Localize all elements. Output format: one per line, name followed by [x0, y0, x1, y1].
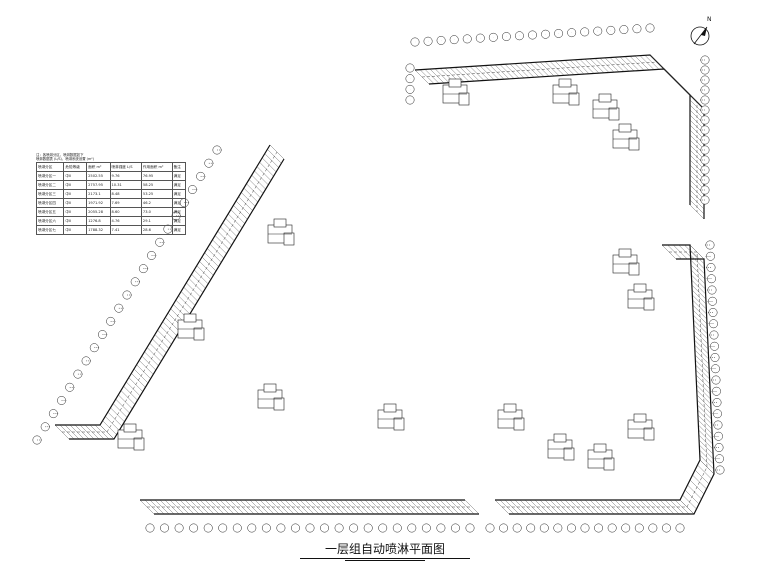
table-cell: 满足	[171, 171, 187, 181]
table-cell: 中Ⅱ	[63, 180, 88, 190]
table-cell: 满足	[171, 225, 187, 235]
table-cell: 53.25	[140, 189, 173, 199]
table-cell: 中Ⅱ	[63, 171, 88, 181]
table-cell: 喷淋分区二	[35, 180, 65, 190]
table-cell: 2502.55	[86, 171, 111, 181]
table-cell: 危险等级	[63, 162, 88, 172]
table-cell: 满足	[171, 198, 187, 208]
table-cell: 58.25	[140, 180, 173, 190]
north-arrow-icon	[690, 26, 710, 46]
north-label: N	[707, 16, 712, 23]
table-cell: 中Ⅱ	[63, 189, 88, 199]
table-cell: 喷淋强度 L/S	[109, 162, 142, 172]
table-cell: 作用面积 m²	[140, 162, 173, 172]
legend-caption-line1: 注：各喷淋分区，喷淋数据如下	[36, 153, 84, 157]
table-cell: 9.76	[109, 171, 142, 181]
table-cell: 8.60	[109, 207, 142, 217]
table-cell: 喷淋分区四	[35, 198, 65, 208]
table-cell: 46.2	[140, 198, 173, 208]
drawing-title: 一层组自动喷淋平面图	[300, 540, 470, 559]
table-cell: 2173.1	[86, 189, 111, 199]
table-cell: 28.6	[140, 225, 173, 235]
table-cell: 8.48	[109, 189, 142, 199]
table-cell: 2055.28	[86, 207, 111, 217]
table-cell: 7.41	[109, 225, 142, 235]
table-cell: 满足	[171, 180, 187, 190]
table-cell: 73.0	[140, 207, 173, 217]
legend-caption: 注：各喷淋分区，喷淋数据如下 喷淋数据表 (L/S)，喷淋系统设置 (m²)	[36, 153, 186, 161]
building-footprints	[117, 78, 655, 471]
table-cell: 面积 m²	[86, 162, 111, 172]
table-cell: 中Ⅱ	[63, 225, 88, 235]
table-cell: 4.76	[109, 216, 142, 226]
table-cell: 满足	[171, 189, 187, 199]
table-cell: 中Ⅱ	[63, 216, 88, 226]
table-cell: 喷淋分区七	[35, 225, 65, 235]
table-cell: 满足	[171, 216, 187, 226]
table-cell: 喷淋分区五	[35, 207, 65, 217]
axis-bubbles	[32, 23, 725, 533]
table-cell: 1788.32	[86, 225, 111, 235]
table-cell: 76.95	[140, 171, 173, 181]
table-cell: 中Ⅱ	[63, 198, 88, 208]
table-cell: 喷淋分区三	[35, 189, 65, 199]
table-cell: 7.69	[109, 198, 142, 208]
title-underline	[345, 560, 425, 561]
table-cell: 喷淋分区六	[35, 216, 65, 226]
table-cell: 喷淋分区	[35, 162, 65, 172]
parking-bay-grid	[54, 54, 715, 515]
table-cell: 1971.92	[86, 198, 111, 208]
table-cell: 2757.95	[86, 180, 111, 190]
legend-caption-line2: 喷淋数据表 (L/S)，喷淋系统设置 (m²)	[36, 157, 94, 161]
table-cell: 备注	[171, 162, 187, 172]
table-cell: 29.1	[140, 216, 173, 226]
table-cell: 喷淋分区一	[35, 171, 65, 181]
table-cell: 中Ⅱ	[63, 207, 88, 217]
table-cell: 满足	[171, 207, 187, 217]
table-cell: 10.31	[109, 180, 142, 190]
table-cell: 1276.8	[86, 216, 111, 226]
